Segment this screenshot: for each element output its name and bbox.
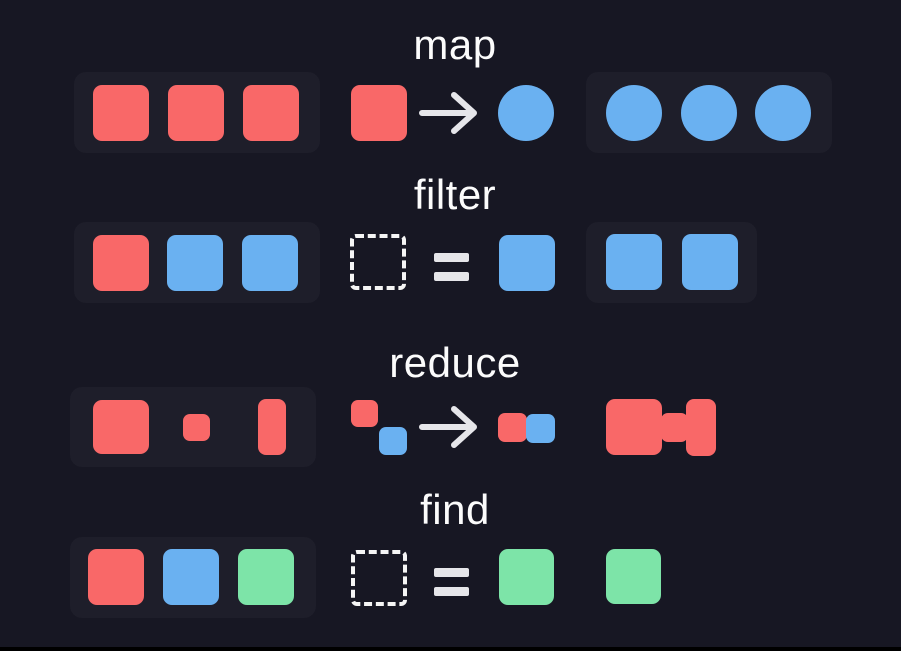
reduce-input-red-square-small	[183, 414, 210, 441]
reduce-rule-pair-blue-square	[526, 414, 555, 443]
filter-rule-empty-slot	[350, 234, 406, 290]
equals-icon-top-bar	[434, 253, 469, 262]
map-output-blue-circle-2	[681, 85, 737, 141]
find-input-green-square	[238, 549, 294, 605]
row-title-filter: filter	[413, 171, 497, 218]
map-rule-blue-circle	[498, 85, 554, 141]
find-rule-green-square	[499, 549, 554, 605]
row-title-reduce: reduce	[389, 339, 521, 386]
map-input-red-square-3	[243, 85, 299, 141]
find-output-green-square	[606, 549, 661, 604]
filter-input-red-square	[93, 235, 149, 291]
map-input-red-square-2	[168, 85, 224, 141]
map-input-red-square-1	[93, 85, 149, 141]
filter-rule-blue-square	[499, 235, 555, 291]
bottom-edge	[0, 647, 901, 651]
find-rule-empty-slot	[351, 550, 407, 606]
find-input-blue-square	[163, 549, 219, 605]
map-output-blue-circle-3	[755, 85, 811, 141]
row-title-find: find	[420, 486, 490, 533]
reduce-input-red-rect-tall	[258, 399, 286, 455]
reduce-output-merged-square-large	[606, 399, 662, 455]
reduce-rule-blue-square-small	[379, 427, 407, 455]
filter-input-blue-square-1	[167, 235, 223, 291]
reduce-output-merged-rect-tall	[686, 399, 716, 456]
reduce-rule-pair-red-square	[498, 413, 527, 442]
arrow-right-icon	[418, 90, 480, 136]
reduce-output-merged-connector	[661, 413, 688, 442]
find-input-red-square	[88, 549, 144, 605]
equals-icon-bottom-bar	[434, 587, 469, 596]
equals-icon-top-bar	[434, 568, 469, 577]
filter-output-blue-square-2	[682, 234, 738, 290]
filter-input-blue-square-2	[242, 235, 298, 291]
row-title-map: map	[413, 21, 497, 68]
reduce-rule-red-square-small	[351, 400, 378, 427]
reduce-input-red-square-large	[93, 400, 149, 454]
arrow-right-icon	[418, 404, 480, 450]
equals-icon-bottom-bar	[434, 272, 469, 281]
map-rule-red-square	[351, 85, 407, 141]
filter-output-blue-square-1	[606, 234, 662, 290]
map-output-blue-circle-1	[606, 85, 662, 141]
